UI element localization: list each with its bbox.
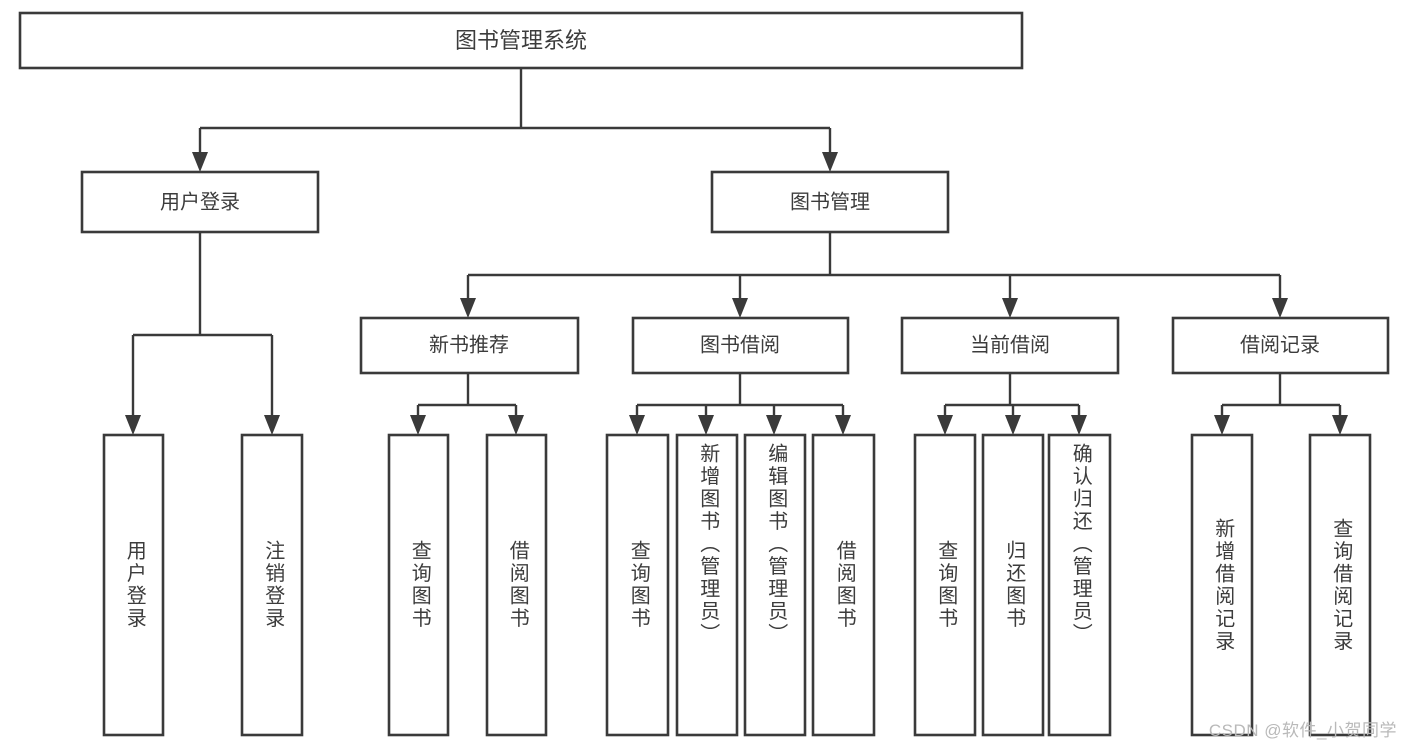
node-box-book-manage[interactable] bbox=[710, 170, 950, 234]
arrow-to-leaf-query-book-3 bbox=[937, 415, 953, 435]
node-label-book-manage: 图书管理 bbox=[790, 190, 870, 213]
connector-layer bbox=[125, 68, 1348, 435]
node-label-book-borrow: 图书借阅 bbox=[700, 333, 780, 356]
arrow-to-leaf-borrow-book-2 bbox=[835, 415, 851, 435]
arrow-to-leaf-confirm-return bbox=[1071, 415, 1087, 435]
node-box-leaf-return-book[interactable] bbox=[981, 433, 1045, 737]
node-box-leaf-confirm-return[interactable] bbox=[1047, 433, 1112, 737]
node-box-user-login[interactable] bbox=[80, 170, 320, 234]
arrow-to-leaf-user-login bbox=[125, 415, 141, 435]
arrow-to-leaf-add-record bbox=[1214, 415, 1230, 435]
node-box-root[interactable] bbox=[18, 11, 1024, 70]
node-box-book-borrow[interactable] bbox=[631, 316, 850, 375]
arrow-to-leaf-return-book bbox=[1005, 415, 1021, 435]
arrow-to-book-borrow bbox=[732, 298, 748, 318]
node-box-leaf-query-record[interactable] bbox=[1308, 433, 1372, 737]
arrow-to-leaf-query-book-2 bbox=[629, 415, 645, 435]
node-box-leaf-user-login[interactable] bbox=[102, 433, 165, 737]
node-box-borrow-record[interactable] bbox=[1171, 316, 1390, 375]
node-box-leaf-borrow-book-2[interactable] bbox=[811, 433, 876, 737]
node-layer: 图书管理系统 用户登录 图书管理 新书推荐 图书借阅 当前借阅 借阅记录 bbox=[18, 11, 1390, 737]
node-box-leaf-logout[interactable] bbox=[240, 433, 304, 737]
arrow-root-to-book-manage bbox=[822, 152, 838, 172]
node-label-current-borrow: 当前借阅 bbox=[970, 333, 1050, 356]
arrow-to-leaf-query-record bbox=[1332, 415, 1348, 435]
node-box-leaf-borrow-book-1[interactable] bbox=[485, 433, 548, 737]
node-label-borrow-record: 借阅记录 bbox=[1240, 333, 1320, 356]
arrow-root-to-user-login bbox=[192, 152, 208, 172]
csdn-watermark: CSDN @软件_小贺同学 bbox=[1208, 721, 1397, 740]
arrow-to-leaf-logout bbox=[264, 415, 280, 435]
node-box-leaf-query-book-1[interactable] bbox=[387, 433, 450, 737]
node-box-leaf-query-book-2[interactable] bbox=[605, 433, 670, 737]
arrow-to-leaf-query-book-1 bbox=[410, 415, 426, 435]
node-label-user-login: 用户登录 bbox=[160, 190, 240, 213]
arrow-to-leaf-add-book bbox=[698, 415, 714, 435]
arrow-to-leaf-borrow-book-1 bbox=[508, 415, 524, 435]
node-box-leaf-add-record[interactable] bbox=[1190, 433, 1254, 737]
node-label-new-book-rec: 新书推荐 bbox=[429, 333, 509, 356]
node-label-root: 图书管理系统 bbox=[455, 28, 587, 53]
node-box-leaf-edit-book[interactable] bbox=[743, 433, 807, 737]
node-box-leaf-query-book-3[interactable] bbox=[913, 433, 977, 737]
node-box-new-book-rec[interactable] bbox=[359, 316, 580, 375]
node-box-leaf-add-book[interactable] bbox=[675, 433, 739, 737]
arrow-to-new-book-rec bbox=[460, 298, 476, 318]
node-box-current-borrow[interactable] bbox=[900, 316, 1120, 375]
arrow-to-current-borrow bbox=[1002, 298, 1018, 318]
arrow-to-leaf-edit-book bbox=[766, 415, 782, 435]
arrow-to-borrow-record bbox=[1272, 298, 1288, 318]
